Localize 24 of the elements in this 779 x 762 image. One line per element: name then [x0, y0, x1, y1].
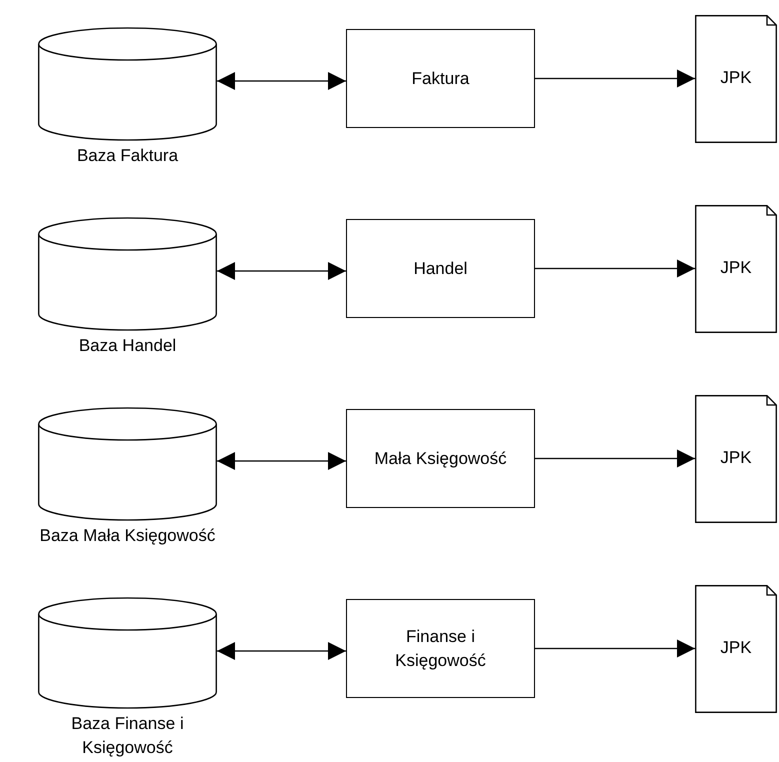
- process-box: [346, 29, 535, 128]
- box-label: Faktura: [410, 68, 470, 90]
- document-label: JPK: [719, 447, 753, 469]
- database-label: Baza Mała Księgowość: [38, 525, 216, 547]
- process-box: [346, 599, 535, 698]
- arrow: [535, 260, 695, 278]
- database-label: Baza Faktura: [76, 145, 180, 167]
- arrow: [217, 72, 346, 90]
- arrow: [217, 452, 346, 470]
- box-label: Handel: [412, 258, 468, 280]
- box-label: Mała Księgowość: [373, 448, 508, 470]
- database-label: Baza Handel: [78, 335, 178, 357]
- arrow: [217, 262, 346, 280]
- process-box: [346, 409, 535, 508]
- document-label: JPK: [719, 257, 753, 279]
- process-box: [346, 219, 535, 318]
- arrow: [217, 642, 346, 660]
- database-label: Baza Finanse i Księgowość: [70, 713, 185, 759]
- arrow: [535, 640, 695, 658]
- arrow: [535, 450, 695, 468]
- document-label: JPK: [719, 637, 753, 659]
- box-label: Finanse i Księgowość: [394, 626, 487, 672]
- document-label: JPK: [719, 67, 753, 89]
- arrow: [535, 70, 695, 88]
